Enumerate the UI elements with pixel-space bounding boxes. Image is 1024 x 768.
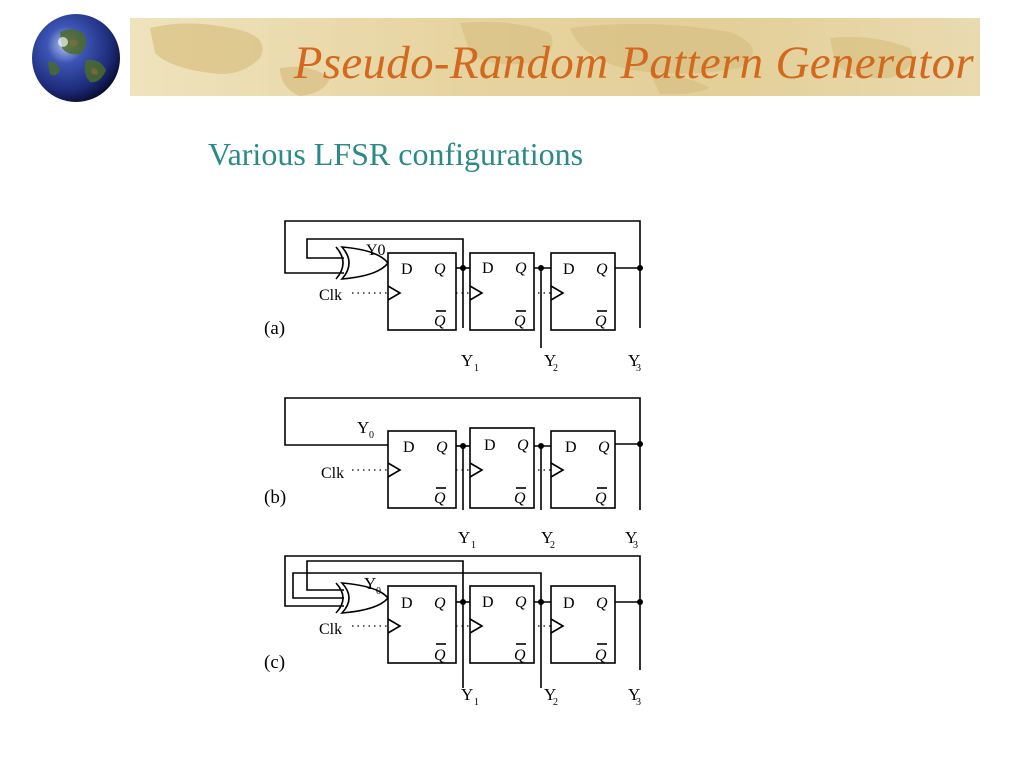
- title-banner: Pseudo-Random Pattern Generator: [130, 18, 980, 96]
- output-y1-subscript: 1: [471, 540, 476, 551]
- output-y3-subscript: 3: [633, 540, 638, 551]
- feedback-node-label: Y: [364, 574, 376, 593]
- q-output-label: Q: [434, 595, 446, 612]
- flipflop-3: [550, 430, 616, 509]
- q-bar-label: Q: [514, 490, 526, 507]
- q-bar-label: Q: [514, 647, 526, 664]
- d-input-label: D: [403, 439, 415, 456]
- output-y1-subscript: 1: [474, 697, 479, 708]
- output-y3-label: Y: [628, 685, 640, 704]
- q-output-label: Q: [515, 594, 527, 611]
- d-input-label: D: [401, 595, 413, 612]
- lfsr-panel-a: [284, 220, 641, 348]
- q-bar-label: Q: [595, 313, 607, 330]
- flipflop-3: [550, 585, 616, 664]
- d-input-label: D: [563, 261, 575, 278]
- output-y1-label: Y: [461, 351, 473, 370]
- output-y3-label: Y: [625, 528, 637, 547]
- q-bar-label: Q: [434, 647, 446, 664]
- d-input-label: D: [401, 261, 413, 278]
- q-output-label: Q: [515, 260, 527, 277]
- d-input-label: D: [563, 595, 575, 612]
- clock-label: Clk: [319, 287, 342, 304]
- output-y2-subscript: 2: [553, 697, 558, 708]
- output-y1-label: Y: [458, 528, 470, 547]
- output-y3-label: Y: [628, 351, 640, 370]
- panel-label: (b): [264, 487, 286, 508]
- q-output-label: Q: [598, 439, 610, 456]
- q-output-label: Q: [596, 261, 608, 278]
- xor-gate: [335, 246, 344, 280]
- q-bar-label: Q: [595, 647, 607, 664]
- page-title: Pseudo-Random Pattern Generator: [293, 37, 974, 89]
- flipflop-1: [387, 252, 457, 331]
- flipflop-1: [387, 585, 457, 664]
- q-bar-label: Q: [595, 490, 607, 507]
- output-y2-label: Y: [544, 685, 556, 704]
- globe-icon: [32, 14, 120, 102]
- output-y3-subscript: 3: [636, 697, 641, 708]
- output-y2-label: Y: [541, 528, 553, 547]
- output-y2-subscript: 2: [553, 363, 558, 374]
- world-map-texture: [150, 21, 913, 96]
- q-output-label: Q: [596, 595, 608, 612]
- q-output-label: Q: [434, 261, 446, 278]
- d-input-label: D: [484, 437, 496, 454]
- clock-label: Clk: [321, 465, 344, 482]
- junction-dots: [460, 265, 643, 605]
- q-output-label: Q: [436, 439, 448, 456]
- flipflop-3: [550, 252, 616, 331]
- lfsr-panel-b: [284, 397, 641, 510]
- d-input-label: D: [565, 439, 577, 456]
- d-input-label: D: [482, 260, 494, 277]
- clock-label: Clk: [319, 621, 342, 638]
- panel-label: (c): [264, 652, 285, 673]
- q-bar-label: Q: [514, 313, 526, 330]
- output-y3-subscript: 3: [636, 363, 641, 374]
- output-y2-subscript: 2: [550, 540, 555, 551]
- output-y2-label: Y: [544, 351, 556, 370]
- flipflop-2: [469, 585, 535, 664]
- q-output-label: Q: [517, 437, 529, 454]
- feedback-node-label: Y0: [366, 242, 386, 259]
- d-input-label: D: [482, 594, 494, 611]
- subtitle: Various LFSR configurations: [208, 136, 584, 172]
- q-bar-label: Q: [434, 490, 446, 507]
- output-y1-label: Y: [461, 685, 473, 704]
- output-y1-subscript: 1: [474, 363, 479, 374]
- lfsr-panel-c: [284, 555, 641, 688]
- feedback-node-label: Y: [357, 418, 369, 437]
- flipflop-2: [469, 252, 535, 331]
- feedback-node-subscript: 0: [376, 586, 381, 597]
- feedback-node-subscript: 0: [369, 430, 374, 441]
- flipflop-2: [469, 427, 535, 509]
- q-bar-label: Q: [434, 313, 446, 330]
- panel-label: (a): [264, 318, 285, 339]
